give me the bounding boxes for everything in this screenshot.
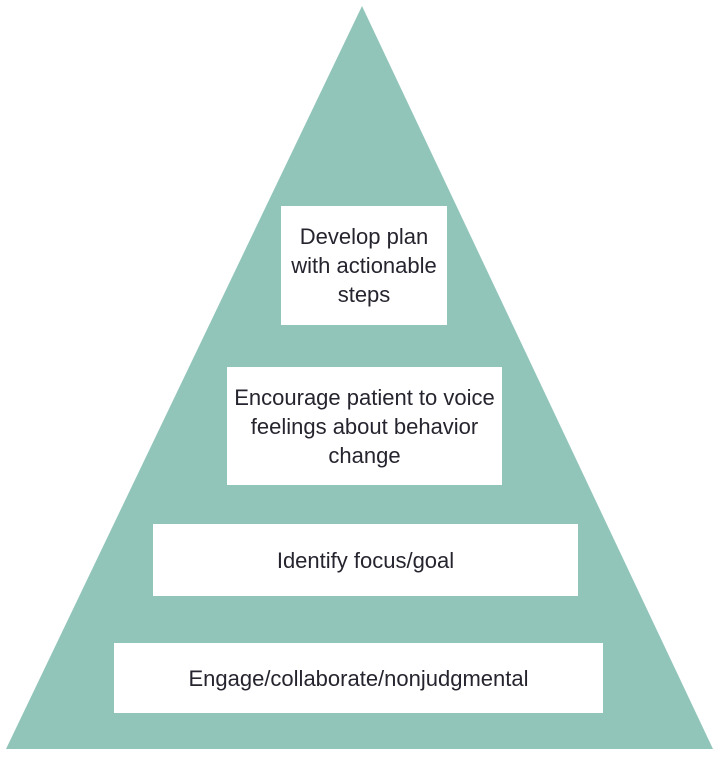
pyramid-level-identify-focus: Identify focus/goal (153, 524, 578, 596)
pyramid-level-encourage-voice: Encourage patient to voice feelings abou… (227, 367, 502, 485)
pyramid-level-develop-plan: Develop plan with actionable steps (281, 206, 447, 325)
level-text-line: Develop plan (299, 224, 429, 249)
level-text-line: with actionable (291, 253, 437, 278)
level-text-line: Encourage patient to voice (234, 384, 495, 410)
level-text-line: feelings about behavior (250, 413, 479, 439)
level-text-line: steps (337, 282, 391, 307)
level-text-line: change (328, 442, 401, 468)
level-text-line: Engage/collaborate/nonjudgmental (188, 665, 529, 691)
level-text-line: Identify focus/goal (276, 547, 455, 573)
pyramid-level-engage-collaborate: Engage/collaborate/nonjudgmental (114, 643, 603, 713)
